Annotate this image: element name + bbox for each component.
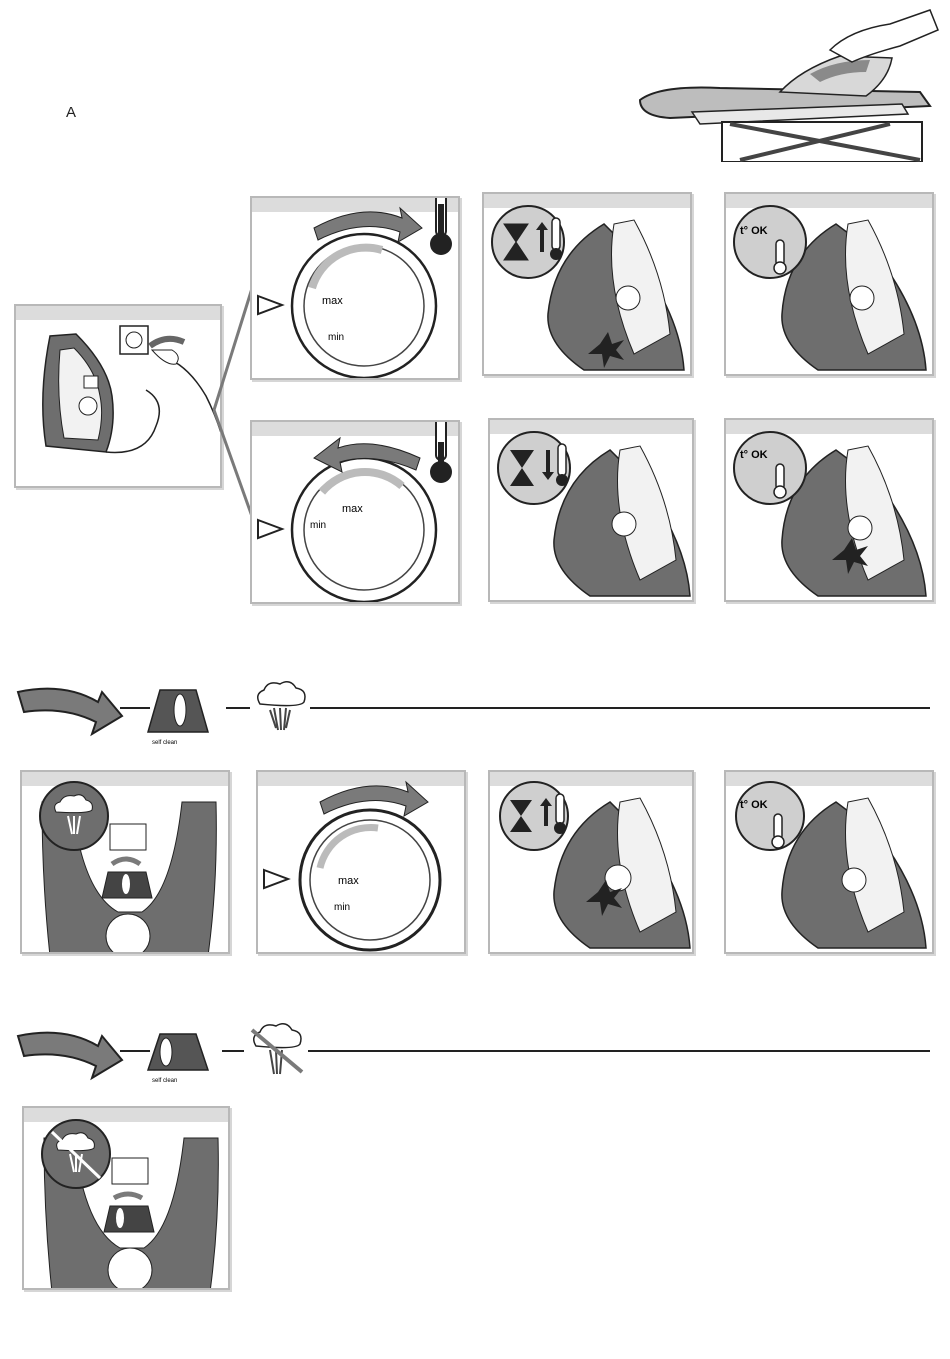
thermometer-icon (430, 422, 452, 483)
dial-max-label: max (322, 295, 343, 307)
cooling-down-panel (488, 418, 694, 602)
heating-up-panel-steam (488, 770, 694, 954)
dial-min-label: min (334, 902, 350, 913)
plug-in-illustration (16, 306, 222, 488)
temp-ok-panel-3: t° OK (724, 770, 934, 954)
self-clean-label: self clean (152, 740, 177, 746)
temp-ok-label: t° OK (740, 449, 768, 461)
pointer-triangle (262, 866, 292, 892)
temp-ok-label: t° OK (740, 225, 768, 237)
separator-line (222, 1050, 244, 1052)
pointer-triangle (256, 516, 286, 542)
dial-clockwise (292, 234, 436, 378)
pointer-triangle (256, 292, 286, 318)
temp-ok-panel-1: t° OK (724, 192, 934, 376)
steam-cloud-icon (250, 680, 310, 734)
big-arrow-icon (14, 672, 124, 742)
plug-in-panel (14, 304, 222, 488)
dial-min-label: min (310, 520, 326, 531)
separator-line (308, 1050, 930, 1052)
heating-up-panel (482, 192, 692, 376)
big-arrow-icon (14, 1016, 124, 1086)
thermometer-icon (774, 240, 786, 274)
temp-ok-panel-2: t° OK (724, 418, 934, 602)
thermometer-icon (430, 198, 452, 255)
temp-ok-label: t° OK (740, 799, 768, 811)
dial-panel-steam: max min (256, 770, 466, 954)
iron-on-board-illustration (630, 0, 940, 162)
steam-select-panel (20, 770, 230, 954)
thermometer-icon (774, 464, 786, 498)
no-steam-panel (22, 1106, 230, 1290)
dial-min-label: min (328, 332, 344, 343)
no-steam-icon (244, 1022, 308, 1078)
dial-panel-increase: max min (250, 196, 460, 380)
dial-max-label: max (342, 503, 363, 515)
steam-selector-icon: self clean (146, 1030, 222, 1086)
section-label: A (66, 104, 76, 121)
steam-selector-icon: self clean (146, 686, 222, 754)
self-clean-label: self clean (152, 1078, 177, 1084)
thermometer-icon (772, 814, 784, 848)
dial-max-label: max (338, 875, 359, 887)
separator-line (310, 707, 930, 709)
separator-line (226, 707, 250, 709)
dial-panel-decrease: max min (250, 420, 460, 604)
